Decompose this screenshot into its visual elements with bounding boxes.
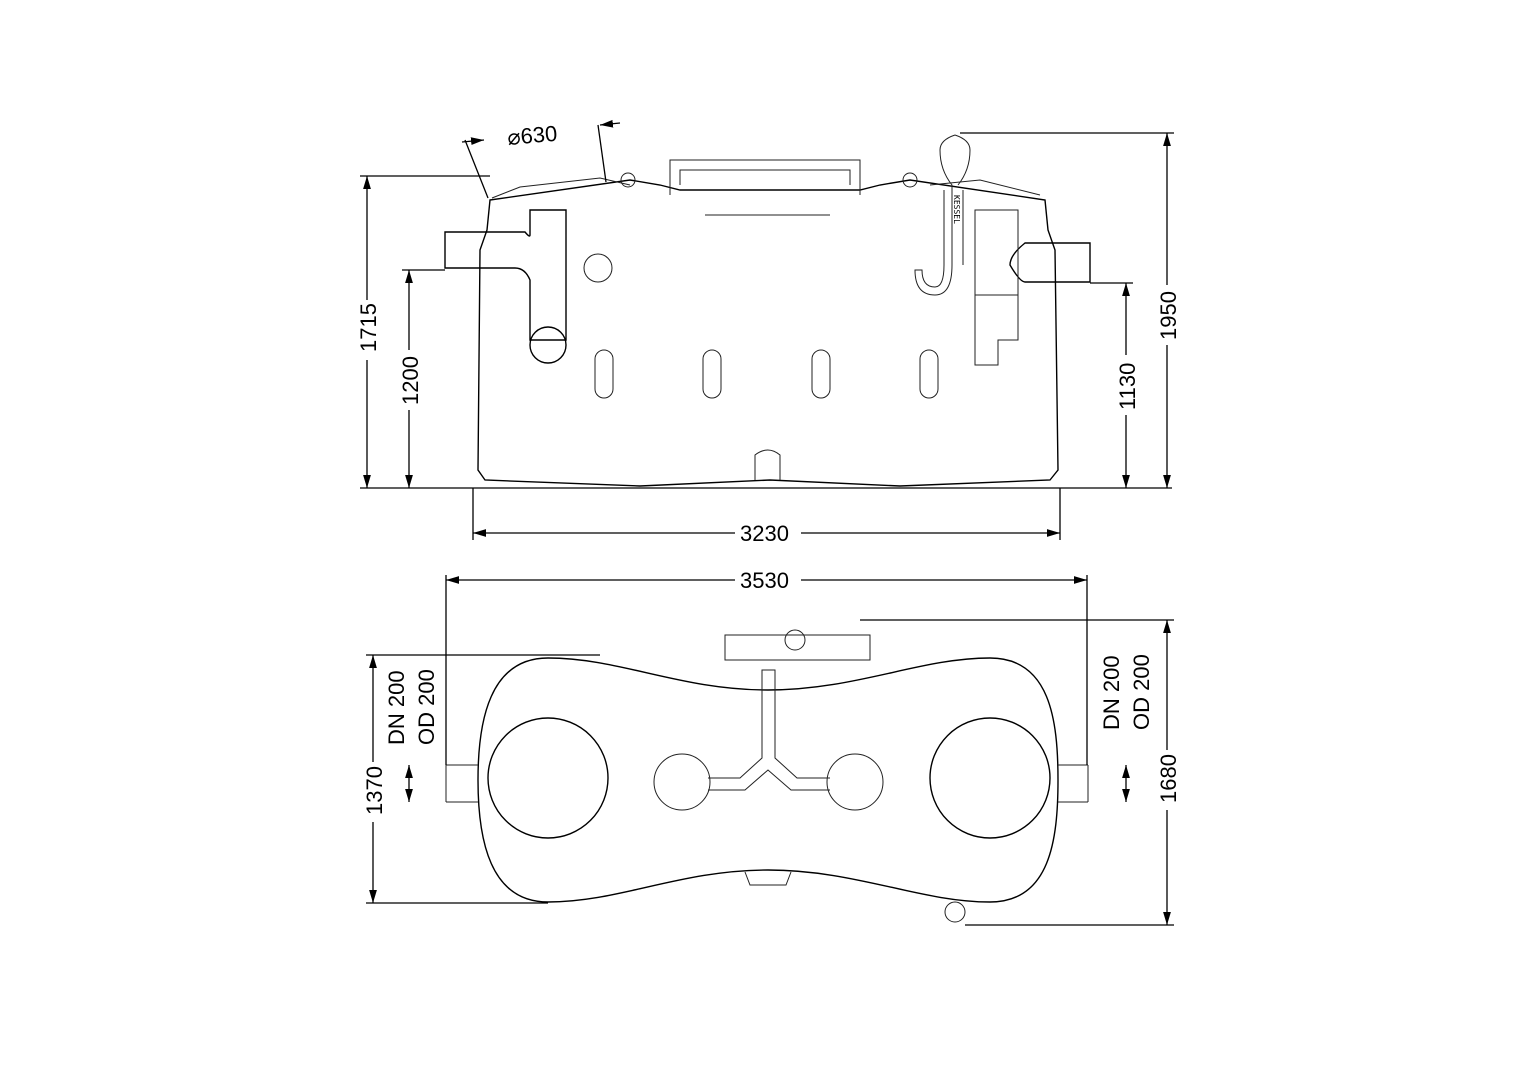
dim-1200: 1200: [398, 356, 423, 405]
valve-right: [826, 753, 884, 811]
inlet-od-label: OD 200: [414, 669, 439, 745]
plan-dimensions: 3530 1370 1680 DN 200 OD 200 DN 200 OD 2…: [361, 567, 1181, 926]
outlet-dn-label: DN 200: [1099, 655, 1124, 730]
inspection-port: [583, 253, 613, 283]
dim-1680: 1680: [1156, 754, 1181, 803]
inlet-pipe: [444, 209, 567, 341]
ribs: [594, 349, 939, 399]
manhole-left: [487, 717, 609, 839]
dim-1950: 1950: [1156, 291, 1181, 340]
manhole-cover-right: [929, 179, 1041, 196]
dim-1715: 1715: [356, 303, 381, 352]
sump-plan: [744, 871, 792, 886]
lifting-eye-left: [620, 172, 636, 188]
control-unit: [724, 634, 871, 661]
inlet-pipe-end: [529, 326, 567, 364]
cover-frame: [669, 159, 861, 216]
kessel-logo: KESSEL: [952, 195, 961, 224]
outlet-stub-plan: [1058, 764, 1089, 803]
plan-view: [445, 629, 1089, 923]
outlet-pipe: [1009, 242, 1091, 283]
vent-cap-plan: [944, 901, 966, 923]
elevation-view: KESSEL: [360, 134, 1172, 489]
valve-left: [653, 753, 711, 811]
manhole-right: [929, 717, 1051, 839]
dim-manhole-diameter: ⌀630: [506, 121, 558, 150]
tank-outline-plan: [477, 657, 1059, 903]
pipe-manifold: [708, 669, 830, 791]
dim-3530: 3530: [740, 568, 789, 593]
outlet-od-label: OD 200: [1129, 654, 1154, 730]
manhole-cover-left: [491, 177, 631, 199]
dim-1130: 1130: [1115, 363, 1140, 410]
tank-body-elevation: [477, 179, 1059, 487]
pump-fitting: [784, 629, 806, 651]
lifting-eye-right: [902, 172, 918, 188]
inlet-dn-label: DN 200: [384, 670, 409, 745]
inlet-stub-plan: [445, 764, 478, 803]
dim-3230: 3230: [740, 521, 789, 546]
drain-sump: [754, 449, 781, 480]
dim-1370: 1370: [362, 766, 387, 815]
elevation-dimensions: 1715 1200 1130 1950 3230 ⌀630: [355, 119, 1181, 546]
vent-pipe: [914, 134, 971, 296]
sampling-chamber: [974, 209, 1019, 366]
